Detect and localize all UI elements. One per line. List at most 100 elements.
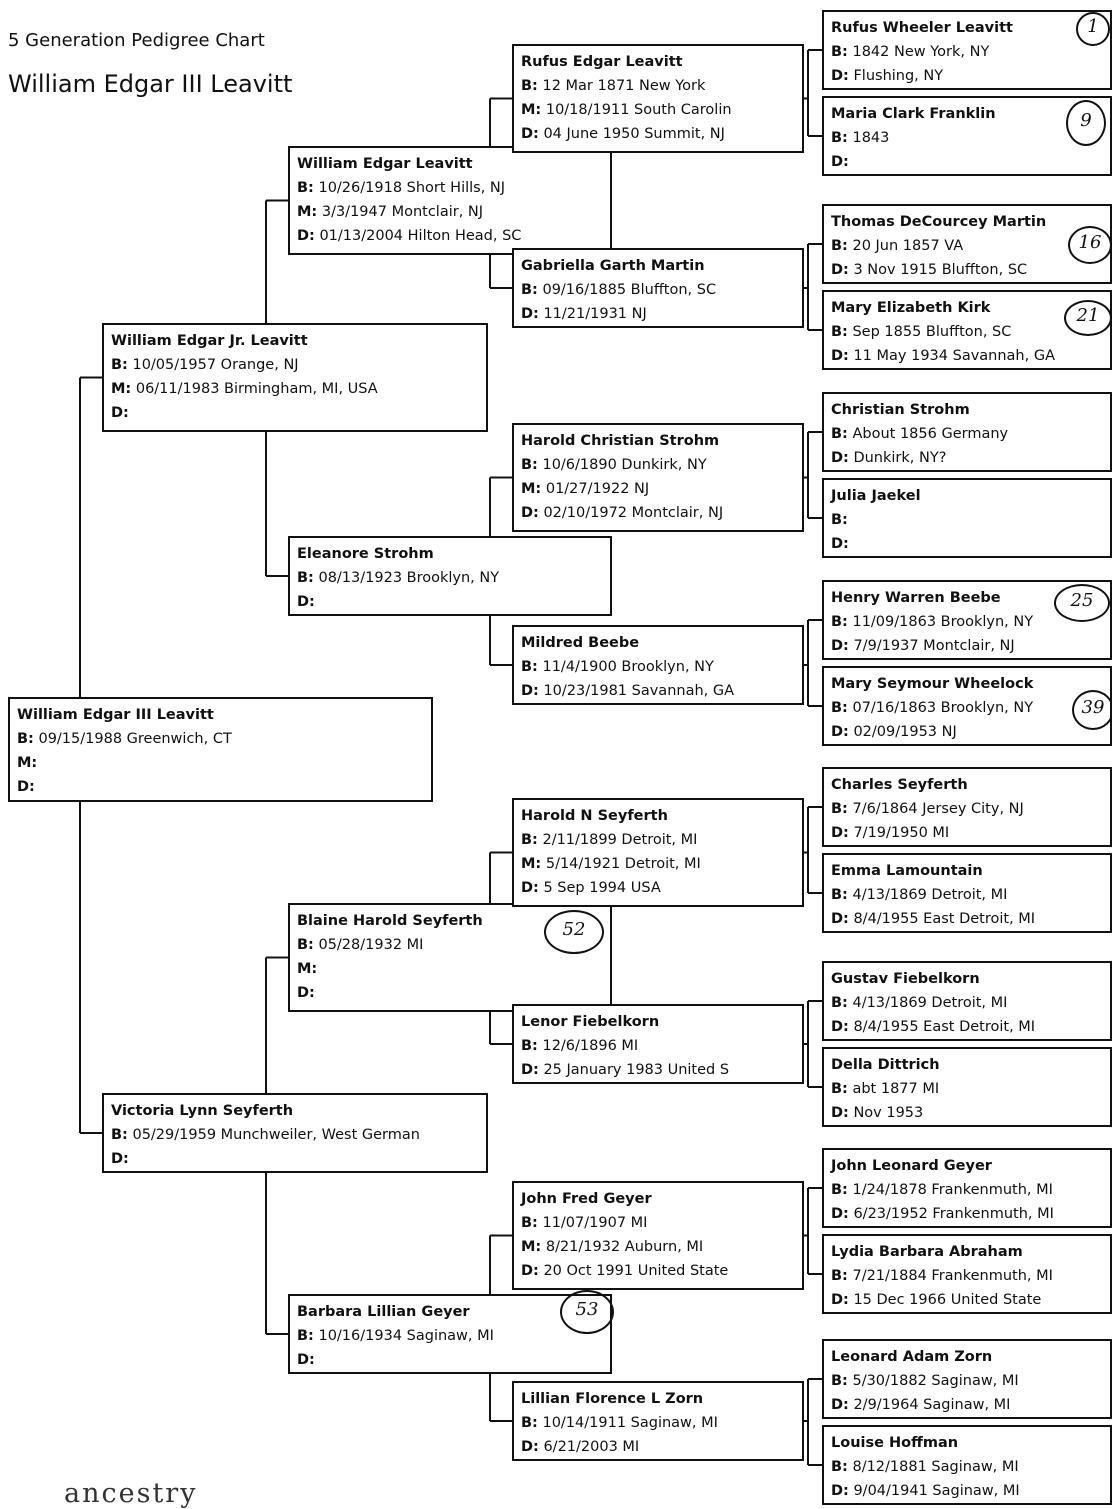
detail-value: Flushing, NY (853, 68, 944, 84)
detail-label: D: (831, 724, 849, 740)
person-detail-row: M: 5/14/1921 Detroit, MI (521, 852, 795, 876)
person-detail-row: B: 05/28/1932 MI (297, 933, 603, 957)
person-detail-row: D: 8/4/1955 East Detroit, MI (831, 1015, 1103, 1039)
detail-label: M: (111, 381, 132, 397)
detail-value: Sep 1855 Bluffton, SC (852, 324, 1012, 340)
detail-value: Nov 1953 (853, 1105, 924, 1121)
detail-label: D: (297, 594, 315, 610)
person-detail-row: B: 10/6/1890 Dunkirk, NY (521, 453, 795, 477)
person-name: Maria Clark Franklin (831, 106, 996, 122)
detail-value: 6/23/1952 Frankenmuth, MI (853, 1206, 1054, 1222)
detail-label: B: (831, 700, 848, 716)
detail-value: 15 Dec 1966 United State (853, 1292, 1042, 1308)
handwritten-note: 52 (544, 910, 604, 954)
detail-label: D: (831, 911, 849, 927)
person-detail-row: B: 07/16/1863 Brooklyn, NY (831, 696, 1103, 720)
person-detail-row: B: 4/13/1869 Detroit, MI (831, 991, 1103, 1015)
detail-value: 1842 New York, NY (852, 44, 990, 60)
detail-label: B: (831, 238, 848, 254)
detail-value: 3 Nov 1915 Bluffton, SC (853, 262, 1028, 278)
detail-value: 1/24/1878 Frankenmuth, MI (852, 1182, 1053, 1198)
detail-label: B: (831, 614, 848, 630)
detail-value: 6/21/2003 MI (543, 1439, 640, 1455)
detail-label: D: (831, 154, 849, 170)
person-name: Harold Christian Strohm (521, 433, 720, 449)
detail-value: 7/6/1864 Jersey City, NJ (852, 801, 1024, 817)
person-box-p26[interactable]: Gustav Fiebelkorn B: 4/13/1869 Detroit, M… (822, 961, 1112, 1041)
person-detail-row: D: 7/19/1950 MI (831, 821, 1103, 845)
person-name: Barbara Lillian Geyer (297, 1304, 470, 1320)
detail-label: B: (521, 832, 538, 848)
person-detail-row: B: 10/26/1918 Short Hills, NJ (297, 176, 603, 200)
detail-value: 11 May 1934 Savannah, GA (853, 348, 1055, 364)
person-detail-row: M: 06/11/1983 Birmingham, MI, USA (111, 377, 479, 401)
detail-value: 09/16/1885 Bluffton, SC (542, 282, 717, 298)
person-detail-row: D: Dunkirk, NY? (831, 446, 1103, 470)
detail-value: Dunkirk, NY? (853, 450, 947, 466)
detail-label: M: (297, 204, 318, 220)
person-detail-row: B: 4/13/1869 Detroit, MI (831, 883, 1103, 907)
detail-label: D: (521, 505, 539, 521)
detail-value: 9/04/1941 Saginaw, MI (853, 1483, 1020, 1499)
person-name: Gustav Fiebelkorn (831, 971, 980, 987)
detail-label: D: (831, 1206, 849, 1222)
person-detail-row: D: 04 June 1950 Summit, NJ (521, 122, 795, 146)
person-name: Henry Warren Beebe (831, 590, 1001, 606)
person-detail-row: B: Sep 1855 Bluffton, SC (831, 320, 1103, 344)
detail-value: 10/23/1981 Savannah, GA (543, 683, 735, 699)
detail-label: D: (521, 126, 539, 142)
person-name: Mildred Beebe (521, 635, 640, 651)
chart-title: 5 Generation Pedigree Chart (8, 30, 265, 51)
person-detail-row: B: 2/11/1899 Detroit, MI (521, 828, 795, 852)
ancestry-logo: ancestry (64, 1478, 198, 1509)
detail-label: M: (297, 961, 318, 977)
detail-label: B: (17, 731, 34, 747)
person-detail-row: D: (297, 590, 603, 614)
person-detail-row: B: 1842 New York, NY (831, 40, 1103, 64)
person-box-p10[interactable]: Harold Christian Strohm B: 10/6/1890 Dunk… (512, 423, 804, 532)
person-detail-row: B: 08/13/1923 Brooklyn, NY (297, 566, 603, 590)
person-name: Leonard Adam Zorn (831, 1349, 993, 1365)
person-detail-row: D: 11 May 1934 Savannah, GA (831, 344, 1103, 368)
person-detail-row: B: 09/15/1988 Greenwich, CT (17, 727, 424, 751)
subject-name: William Edgar III Leavitt (8, 70, 293, 98)
person-detail-row: M: 3/3/1947 Montclair, NJ (297, 200, 603, 224)
detail-label: B: (297, 180, 314, 196)
detail-value: 08/13/1923 Brooklyn, NY (318, 570, 500, 586)
person-name: Della Dittrich (831, 1057, 940, 1073)
detail-label: B: (521, 659, 538, 675)
detail-label: B: (831, 1268, 848, 1284)
detail-label: D: (521, 880, 539, 896)
detail-value: 11/21/1931 NJ (543, 306, 647, 322)
handwritten-note: 53 (560, 1290, 614, 1334)
person-detail-row: M: 10/18/1911 South Carolin (521, 98, 795, 122)
person-detail-row: D: (297, 981, 603, 1005)
